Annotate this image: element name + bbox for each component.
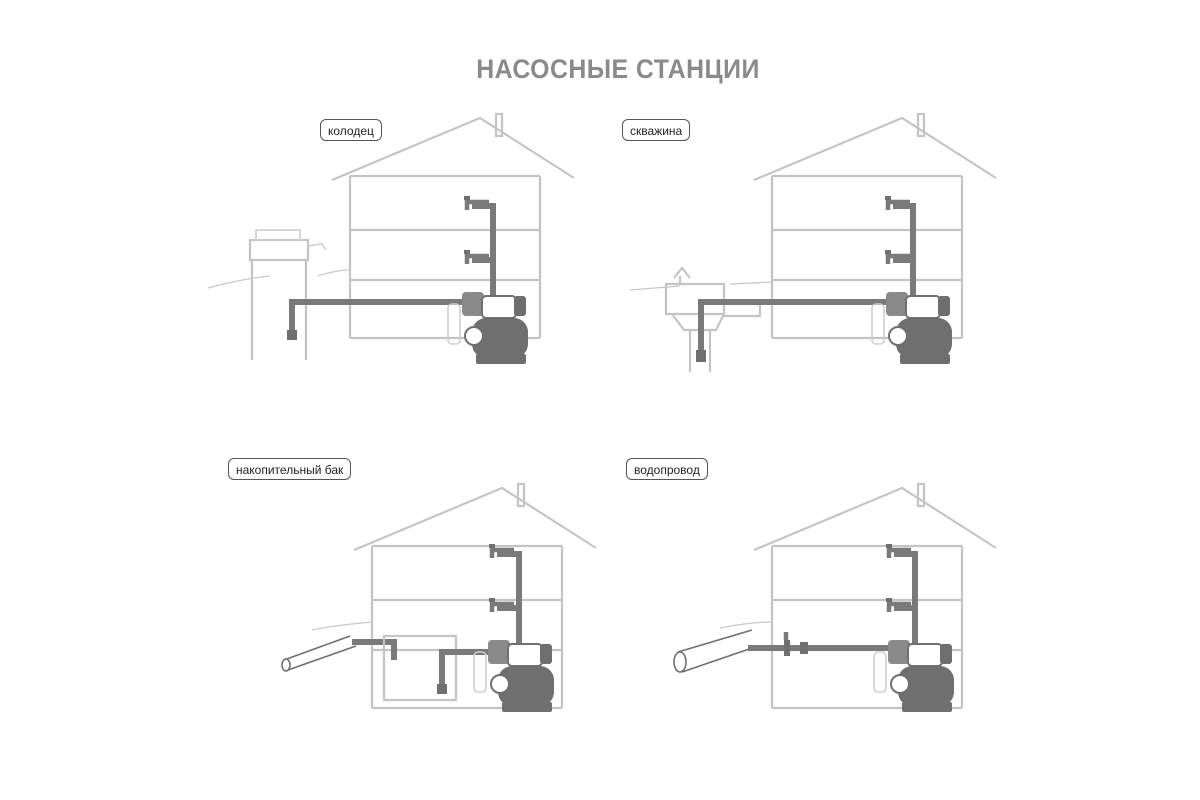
label-well: колодец bbox=[320, 119, 382, 141]
label-borehole: скважина bbox=[622, 119, 691, 141]
label-storage-tank: накопительный бак bbox=[228, 458, 352, 480]
label-water-supply: водопровод bbox=[626, 458, 708, 480]
page-title: НАСОСНЫЕ СТАНЦИИ bbox=[476, 54, 760, 84]
